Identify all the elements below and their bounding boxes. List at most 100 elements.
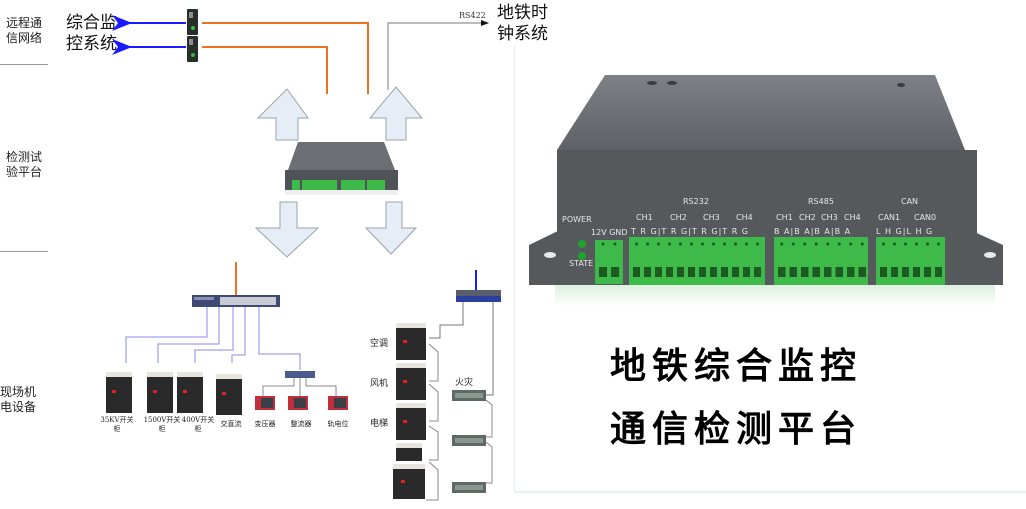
cabinet-icon — [393, 464, 425, 499]
device-label-400v: 400V开关 柜 — [173, 416, 223, 434]
terminal-screw — [756, 242, 759, 246]
zone-label-remote-network: 远程通 信网络 — [6, 16, 42, 46]
terminal-slot — [801, 267, 809, 277]
fire-alarm-panel-icon — [452, 482, 486, 493]
terminal-screw — [613, 242, 617, 246]
product-panel: POWER STATE 12V GND RS232 CH1 CH2 CH3 CH… — [514, 45, 1026, 493]
device-label-35kv: 35KV开关 柜 — [92, 416, 142, 434]
terminal-slot — [677, 267, 684, 277]
terminal-screw — [701, 242, 704, 246]
monitor-system-label: 综合监 控系统 — [66, 13, 117, 55]
rs485-ch1-label: CH1 — [776, 213, 793, 222]
terminal-slot — [880, 267, 887, 277]
terminal-block-rs232 — [629, 237, 765, 285]
terminal-slot — [913, 267, 920, 277]
serial-line — [428, 425, 439, 461]
state-led-icon — [578, 252, 586, 260]
terminal-screw — [745, 242, 748, 246]
terminal-screw — [837, 242, 841, 246]
zone-label-line: 电设备 — [0, 400, 37, 414]
zone-label-test-platform: 检测试 验平台 — [6, 150, 42, 180]
rs422-link-label: RS422 — [459, 11, 486, 20]
serial-line — [426, 461, 439, 501]
power-terminals-label: 12V GND — [591, 228, 628, 237]
hub-icon — [285, 371, 315, 378]
terminal-screw — [803, 242, 807, 246]
fiber-line — [202, 22, 369, 94]
can1-label: CAN1 — [878, 213, 901, 222]
terminal-screw — [926, 242, 929, 246]
arrow-up-icon — [256, 88, 309, 141]
media-converter-icon — [187, 9, 198, 35]
label-line: 400V开关 — [181, 416, 215, 424]
device-label-elevator: 电梯 — [370, 419, 389, 429]
arrow-down-icon — [364, 201, 418, 255]
zone-label-line: 验平台 — [6, 165, 43, 179]
fire-alarm-panel-icon — [452, 435, 486, 446]
fiber-line — [202, 46, 328, 94]
clock-system-label: 地铁时 钟系统 — [497, 3, 548, 45]
product-photo — [529, 75, 1003, 307]
rs232-pins-label: T R G|T R G|T R G|T R G — [631, 227, 750, 236]
terminal-slot — [789, 267, 797, 277]
serial-line — [485, 441, 493, 484]
terminal-slot — [902, 267, 909, 277]
media-converter-icon — [187, 36, 198, 62]
lan-line — [258, 307, 301, 370]
terminal-screw — [904, 242, 907, 246]
terminal-slot — [732, 267, 739, 277]
label-line: 钟系统 — [497, 24, 548, 44]
terminal-screw — [646, 242, 649, 246]
terminal-slot — [666, 267, 673, 277]
terminal-screw — [860, 242, 864, 246]
state-label: STATE — [569, 259, 594, 268]
terminal-screw — [791, 242, 795, 246]
rs422-line — [387, 20, 489, 90]
terminal-block-power — [595, 240, 623, 284]
zone-label-line: 信网络 — [6, 31, 43, 45]
terminal-screw — [893, 242, 896, 246]
rs232-ch3-label: CH3 — [703, 213, 720, 222]
rs485-ch2-label: CH2 — [799, 213, 816, 222]
device-label-fire: 火灾 — [455, 378, 474, 388]
label-line: 1500V开关 — [143, 416, 181, 424]
terminal-slot — [655, 267, 662, 277]
terminal-slot — [611, 267, 619, 277]
zone-label-field-equipment: 现场机 电设备 — [0, 385, 36, 415]
lan-line — [262, 378, 295, 396]
label-line: 柜 — [158, 425, 166, 433]
serial-line — [485, 399, 493, 438]
terminal-slot — [743, 267, 750, 277]
terminal-block-can — [876, 237, 945, 285]
fire-alarm-panel-icon — [452, 390, 486, 401]
switchgear-cabinet-icon — [216, 374, 242, 415]
rs232-ch1-label: CH1 — [636, 213, 653, 222]
rs485-ch4-label: CH4 — [844, 213, 861, 222]
lan-line — [305, 378, 337, 396]
serial-line — [429, 302, 464, 339]
terminal-screw — [826, 242, 830, 246]
switchgear-cabinet-icon — [106, 372, 132, 413]
product-title-line1: 地铁综合监控 — [610, 345, 863, 387]
terminal-screw — [723, 242, 726, 246]
terminal-screw — [734, 242, 737, 246]
terminal-screw — [679, 242, 682, 246]
serial-line — [428, 383, 439, 422]
terminal-slots — [599, 242, 942, 277]
switchgear-cabinet-icon — [177, 372, 203, 413]
terminal-slot — [924, 267, 931, 277]
cabinet-icon — [396, 443, 422, 461]
arrow-down-icon — [254, 201, 320, 258]
terminal-slot — [721, 267, 728, 277]
device-label-rectifier: 整流器 — [290, 420, 312, 428]
zone-divider — [0, 251, 48, 252]
label-line: 柜 — [113, 425, 121, 433]
terminal-slot — [699, 267, 706, 277]
switchgear-cabinet-icon — [147, 372, 173, 413]
terminal-slot — [824, 267, 832, 277]
zone-label-line: 远程通 — [6, 16, 43, 30]
terminal-screw — [915, 242, 918, 246]
terminal-screw — [690, 242, 693, 246]
terminal-slot — [710, 267, 717, 277]
